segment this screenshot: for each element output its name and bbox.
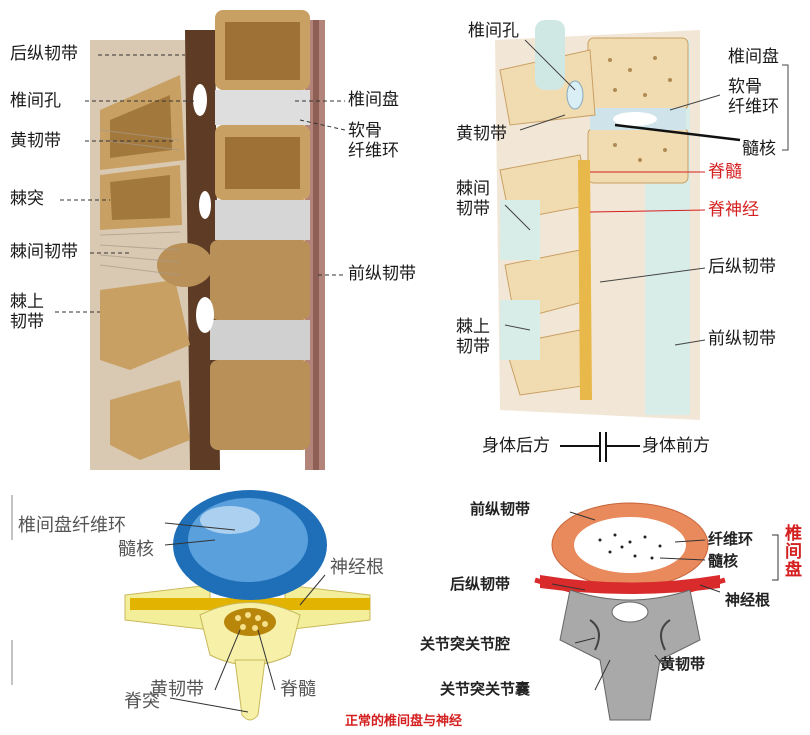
- label-supraspinous-1: 棘上: [10, 292, 44, 312]
- label-posterior-longitudinal-ligament: 后纵韧带: [10, 44, 78, 64]
- label-br-ligamentum-flavum: 黄韧带: [660, 655, 706, 673]
- panel-disc-axial-orange: 前纵韧带 纤维环 髓核 后纵韧带 神经根 关节突关节腔 黄韧带 关节突关节囊 椎…: [420, 480, 810, 735]
- disc-axial-illustration: [11, 490, 371, 721]
- label-tr-foramen: 椎间孔: [468, 21, 519, 41]
- label-br-annulus: 纤维环: [708, 530, 754, 548]
- label-body-back: 身体后方: [482, 436, 550, 456]
- label-tr-nucleus: 髓核: [742, 139, 776, 159]
- label-anterior-longitudinal-ligament: 前纵韧带: [348, 264, 416, 284]
- label-tr-supraspinous-2: 韧带: [456, 337, 490, 357]
- label-bl-annulus: 椎间盘纤维环: [18, 515, 126, 536]
- label-tr-spinal-cord: 脊髓: [708, 162, 742, 182]
- label-tr-interspinous-1: 棘间: [456, 179, 490, 199]
- label-bl-spinous-process: 脊突: [124, 691, 160, 712]
- label-tr-annulus-1: 软骨: [728, 77, 762, 97]
- discs: [210, 90, 310, 360]
- label-annulus-1: 软骨: [348, 121, 382, 141]
- panel-disc-axial-blue: 椎间盘纤维环 髓核 神经根 黄韧带 脊髓 脊突: [0, 480, 420, 735]
- label-annulus-2: 纤维环: [348, 141, 399, 161]
- label-tr-annulus-2: 纤维环: [728, 97, 779, 117]
- label-br-nucleus: 髓核: [708, 552, 739, 570]
- label-tr-supraspinous-1: 棘上: [456, 317, 490, 337]
- panel-spine-section: 椎间孔 黄韧带 棘间 韧带 棘上 韧带 椎间盘 软骨 纤维环 髓核 脊髓 脊神经…: [440, 0, 810, 480]
- figure-caption: 正常的椎间盘与神经: [345, 714, 463, 729]
- label-disc: 椎间盘: [348, 90, 399, 110]
- label-tr-interspinous-2: 韧带: [456, 199, 490, 219]
- label-tr-posterior-ligament: 后纵韧带: [708, 257, 776, 277]
- vertebral-bodies: [210, 10, 310, 450]
- label-bl-spinal-cord: 脊髓: [280, 679, 316, 700]
- panel-lumbar-sagittal: 后纵韧带 椎间孔 黄韧带 棘突 棘间韧带 棘上 韧带 椎间盘 软骨 纤维环 前纵…: [0, 0, 440, 480]
- label-interspinous-ligament: 棘间韧带: [10, 242, 78, 262]
- label-br-facet-capsule: 关节突关节囊: [440, 680, 531, 698]
- label-ligamentum-flavum: 黄韧带: [10, 131, 61, 151]
- lumbar-spine-illustration: [55, 10, 346, 470]
- label-tr-spinal-nerve: 脊神经: [708, 200, 759, 220]
- label-supraspinous-2: 韧带: [10, 312, 44, 332]
- label-bl-ligamentum-flavum: 黄韧带: [150, 679, 204, 700]
- label-bl-nucleus: 髓核: [118, 539, 154, 560]
- label-body-front: 身体前方: [642, 436, 710, 456]
- label-tr-disc: 椎间盘: [728, 47, 779, 67]
- label-br-nerve-root: 神经根: [725, 591, 771, 609]
- label-br-posterior-ligament: 后纵韧带: [450, 575, 511, 593]
- label-br-anterior-ligament: 前纵韧带: [470, 500, 531, 518]
- label-tr-ligamentum-flavum: 黄韧带: [456, 124, 507, 144]
- label-bl-nerve-root: 神经根: [330, 557, 384, 578]
- label-br-disc-side: 椎间盘: [785, 524, 802, 580]
- label-tr-anterior-ligament: 前纵韧带: [708, 329, 776, 349]
- disc-orange-illustration: [534, 502, 779, 721]
- label-br-facet-cavity: 关节突关节腔: [420, 635, 511, 653]
- label-intervertebral-foramen: 椎间孔: [10, 91, 61, 111]
- label-spinous-process: 棘突: [10, 189, 44, 209]
- posterior-elements: [100, 75, 213, 460]
- spine-section-illustration: [495, 20, 789, 462]
